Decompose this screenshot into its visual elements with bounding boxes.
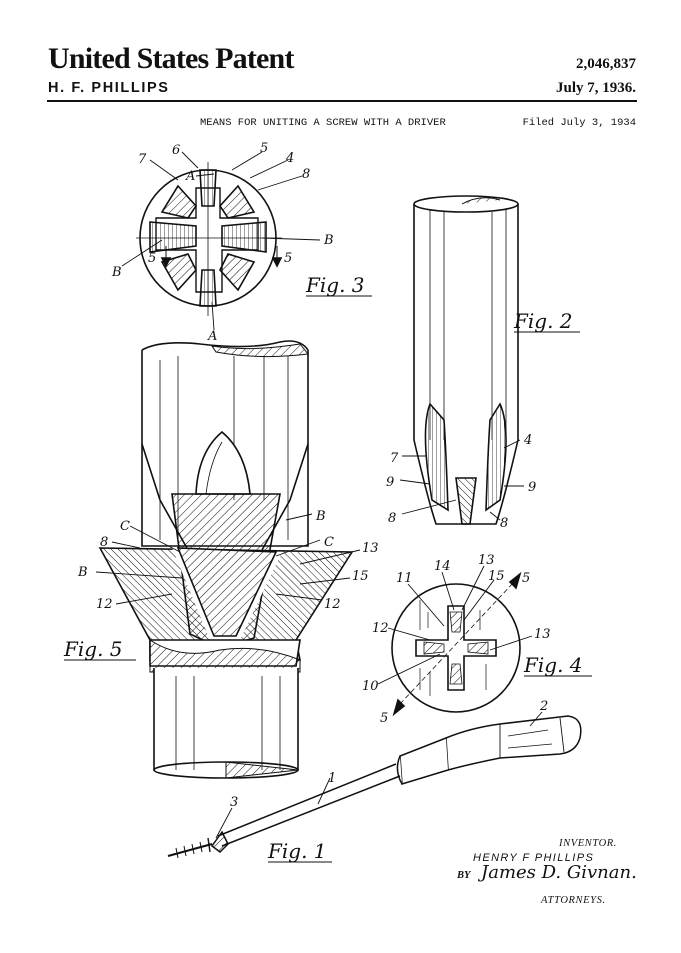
- fig2-ref-4: 4: [523, 433, 532, 448]
- fig5-ref-8: 8: [100, 535, 108, 550]
- filed-date: Filed July 3, 1934: [522, 117, 636, 129]
- patent-subtitle: MEANS FOR UNITING A SCREW WITH A DRIVER: [200, 117, 446, 129]
- figure-2-labels: Fig. 2 4 7 8 8 9 9: [386, 309, 580, 531]
- figure-5-labels: 8 B B C C 12 12 13 15 Fig. 5: [63, 509, 379, 661]
- fig4-ref-13-right: 13: [534, 627, 551, 642]
- fig3-ref-6: 6: [172, 143, 180, 158]
- fig2-label: Fig. 2: [513, 309, 573, 333]
- patent-title: United States Patent: [48, 42, 294, 75]
- fig4-ref-11: 11: [396, 571, 413, 586]
- fig5-ref-b-left: B: [77, 565, 88, 580]
- figure-3-labels: 7 6 5 4 8 A A B B 5 5 Fig. 3: [111, 141, 372, 344]
- fig1-label: Fig. 1: [267, 839, 327, 863]
- fig5-ref-c-left: C: [120, 519, 130, 534]
- fig2-ref-9-right: 9: [528, 480, 536, 495]
- fig5-ref-13: 13: [362, 541, 379, 556]
- patent-date: July 7, 1936.: [555, 80, 636, 96]
- fig4-label: Fig. 4: [523, 653, 583, 677]
- fig4-ref-10: 10: [362, 679, 379, 694]
- fig4-ref-15: 15: [488, 569, 505, 584]
- fig4-ref-12: 12: [372, 621, 389, 636]
- fig3-ref-a-bottom: A: [207, 329, 217, 344]
- fig5-label: Fig. 5: [63, 637, 123, 661]
- fig3-ref-b-right: B: [323, 233, 334, 248]
- inventor-header: H. F. PHILLIPS: [48, 80, 170, 96]
- fig4-section-top: 5: [522, 571, 530, 586]
- fig5-ref-12-left: 12: [96, 597, 113, 612]
- figure-1-labels: 1 2 3 Fig. 1: [230, 699, 548, 863]
- fig3-ref-7: 7: [138, 152, 147, 167]
- fig3-section-right: 5: [284, 251, 292, 266]
- figure-5: [95, 340, 361, 779]
- fig3-ref-4: 4: [285, 151, 294, 166]
- fig1-ref-3: 3: [230, 795, 238, 810]
- figure-4: [377, 565, 533, 717]
- fig2-ref-9-left: 9: [386, 475, 394, 490]
- fig1-ref-2: 2: [539, 699, 548, 714]
- fig5-ref-15: 15: [352, 569, 369, 584]
- fig4-ref-14: 14: [434, 559, 451, 574]
- fig2-ref-7: 7: [390, 451, 399, 466]
- attorney-signature: James D. Givnan.: [481, 862, 637, 883]
- figure-1: [167, 711, 582, 859]
- fig1-ref-1: 1: [328, 771, 336, 786]
- fig5-ref-c-right: C: [324, 535, 334, 550]
- fig4-section-bottom: 5: [380, 711, 388, 726]
- fig3-ref-a-top: A: [185, 169, 195, 184]
- fig4-ref-13-top: 13: [478, 553, 495, 568]
- patent-number: 2,046,837: [576, 56, 636, 72]
- fig5-ref-12-right: 12: [324, 597, 341, 612]
- inventor-caption: INVENTOR.: [559, 838, 618, 849]
- header-rule: [47, 100, 637, 102]
- fig2-ref-8-right: 8: [500, 516, 508, 531]
- fig3-ref-5: 5: [260, 141, 268, 156]
- fig3-ref-b-left: B: [111, 265, 122, 280]
- figure-4-labels: 10 11 12 13 13 14 15 5 5 Fig. 4: [362, 553, 592, 726]
- attorneys-caption: ATTORNEYS.: [541, 895, 606, 906]
- inventor-name: HENRY F PHILLIPS: [473, 852, 595, 864]
- fig3-section-left: 5: [148, 251, 156, 266]
- fig3-label: Fig. 3: [305, 273, 365, 297]
- figure-3: [121, 151, 321, 331]
- fig5-ref-b-right: B: [315, 509, 326, 524]
- fig2-ref-8-left: 8: [388, 511, 396, 526]
- by-label: BY: [457, 870, 471, 881]
- figure-2: [399, 195, 524, 525]
- fig3-ref-8: 8: [302, 167, 310, 182]
